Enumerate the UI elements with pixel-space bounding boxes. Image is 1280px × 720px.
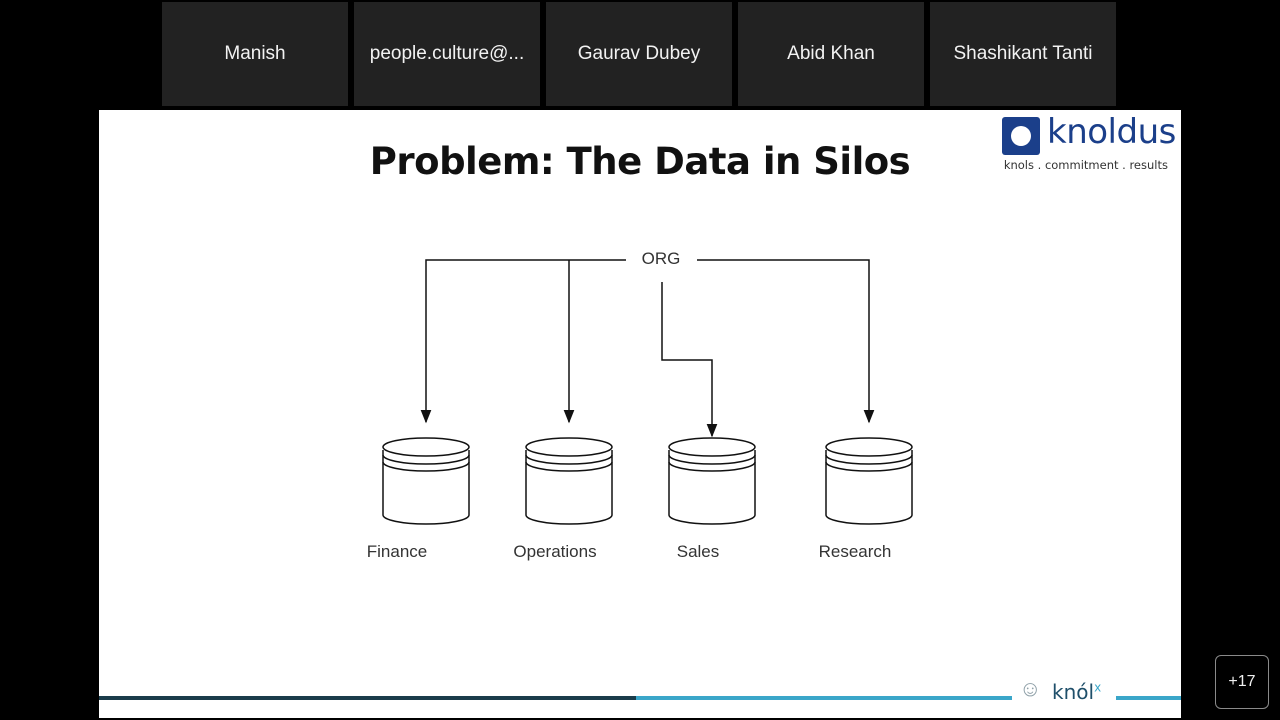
participant-name: Manish (224, 43, 286, 64)
participant-tile-manish[interactable]: Manish (162, 2, 348, 106)
arrow-org-sales (661, 282, 718, 438)
shared-slide: Problem: The Data in Silos knoldus knols… (99, 110, 1181, 718)
participant-name: Shashikant Tanti (953, 43, 1093, 64)
silo-label-operations: Operations (513, 542, 596, 561)
more-participants-button[interactable]: +17 (1215, 655, 1269, 709)
database-icon-research (825, 437, 913, 525)
database-icon-sales (668, 437, 756, 525)
participant-tile-abid-khan[interactable]: Abid Khan (738, 2, 924, 106)
org-label: ORG (642, 249, 681, 268)
participant-name: Abid Khan (787, 43, 875, 64)
logo-tagline: knols . commitment . results (1003, 158, 1168, 172)
silo-label-sales: Sales (677, 542, 720, 561)
participant-tile-people-culture[interactable]: people.culture@... (354, 2, 540, 106)
footer-bar-light (636, 696, 1181, 700)
database-icon-operations (525, 437, 613, 525)
participant-name: Gaurav Dubey (577, 43, 701, 64)
knolx-logo (1012, 674, 1116, 710)
logo-name: knoldus (1047, 112, 1176, 152)
knolx-wordmark: knólx (1052, 680, 1101, 704)
footer-bar-dark (99, 696, 636, 700)
arrow-org-finance (420, 259, 626, 424)
knoldus-emblem-icon (1002, 117, 1040, 155)
slide-title: Problem: The Data in Silos (369, 140, 911, 183)
arrow-org-research (697, 259, 875, 424)
head-gear-icon: ☺ (1019, 676, 1042, 701)
knolx-name: knól (1052, 680, 1095, 704)
database-icon-finance (382, 437, 470, 525)
knoldus-logo: knoldus knols . commitment . results (1002, 112, 1176, 176)
knolx-suffix: x (1094, 680, 1102, 695)
participant-tile-shashikant-tanti[interactable]: Shashikant Tanti (930, 2, 1116, 106)
silo-diagram: ORG (367, 249, 913, 561)
participant-name: people.culture@... (369, 43, 525, 64)
participant-tile-gaurav-dubey[interactable]: Gaurav Dubey (546, 2, 732, 106)
silo-label-research: Research (819, 542, 892, 561)
silo-label-finance: Finance (367, 542, 427, 561)
